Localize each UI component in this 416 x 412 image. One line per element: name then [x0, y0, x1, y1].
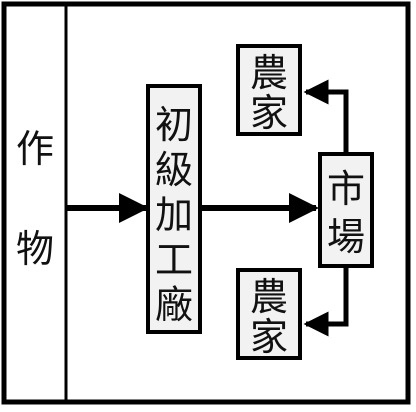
- farmer-top-char-1: 農: [250, 51, 288, 95]
- farmer-top-box: 農 家: [236, 44, 302, 136]
- arrow-market-to-farmer-bottom: [303, 266, 349, 337]
- factory-char-5: 廠: [155, 283, 193, 327]
- crop-char-2: 物: [16, 227, 54, 271]
- market-char-1: 市: [327, 167, 365, 211]
- factory-char-4: 工: [155, 238, 193, 282]
- farmer-bottom-box-frame: [236, 268, 302, 360]
- factory-box: 初 級 加 工 廠: [146, 84, 202, 334]
- farmer-bottom-char-2: 家: [250, 315, 288, 359]
- arrow-market-to-farmer-top: [303, 79, 349, 154]
- factory-char-2: 級: [155, 148, 193, 192]
- crop-char-1: 作: [16, 127, 54, 171]
- market-char-2: 場: [327, 215, 365, 259]
- farmer-top-char-2: 家: [250, 91, 288, 135]
- crop-label: 作 物: [16, 127, 54, 271]
- farmer-top-box-frame: [236, 44, 302, 136]
- factory-char-3: 加: [155, 193, 193, 237]
- farmer-bottom-box: 農 家: [236, 268, 302, 360]
- factory-char-1: 初: [155, 103, 193, 147]
- farmer-bottom-char-1: 農: [250, 275, 288, 319]
- market-box: 市 場: [318, 152, 374, 268]
- factory-box-frame: [146, 84, 202, 334]
